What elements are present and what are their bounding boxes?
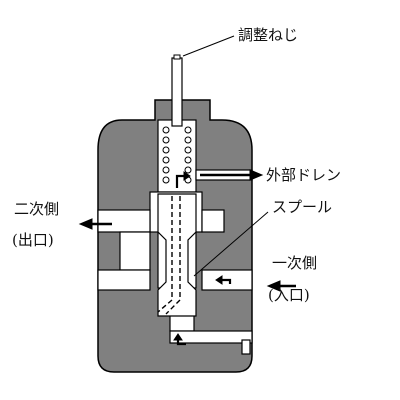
- feedback-passage: [169, 330, 253, 344]
- label-adjust-screw: 調整ねじ: [238, 26, 298, 44]
- flow-arrows: [173, 171, 232, 346]
- external-drain-arrow: [249, 169, 264, 181]
- secondary-port-lower: [119, 231, 151, 271]
- leader-lines: [182, 35, 269, 277]
- primary-inlet-arrow: [222, 278, 232, 284]
- spool-internal-passage: [157, 196, 181, 315]
- adjust-screw-leader: [182, 35, 235, 57]
- external-arrows: [78, 169, 296, 292]
- label-spool: スプール: [272, 198, 332, 216]
- secondary-lower-port: [97, 269, 151, 291]
- label-primary-port: (入口): [268, 286, 310, 304]
- drain-pilot-arrow: [175, 174, 184, 188]
- adjust-screw[interactable]: [171, 57, 183, 127]
- ring-groove: [201, 209, 225, 233]
- secondary-port-cavity: [97, 209, 151, 233]
- spool: [157, 193, 197, 317]
- spool-leader: [193, 211, 269, 277]
- label-external-drain: 外部ドレン: [266, 166, 341, 184]
- secondary-outlet-arrow: [78, 218, 93, 230]
- label-primary-side: 一次側: [272, 254, 317, 272]
- label-secondary-side: 二次側: [14, 200, 59, 218]
- feedback-arrow: [176, 340, 186, 346]
- spring: [162, 126, 192, 184]
- label-secondary-port: (出口): [12, 231, 54, 249]
- primary-inlet-external-arrow: [266, 280, 281, 292]
- port-plug: [241, 339, 251, 355]
- adjust-screw-tip: [173, 54, 181, 60]
